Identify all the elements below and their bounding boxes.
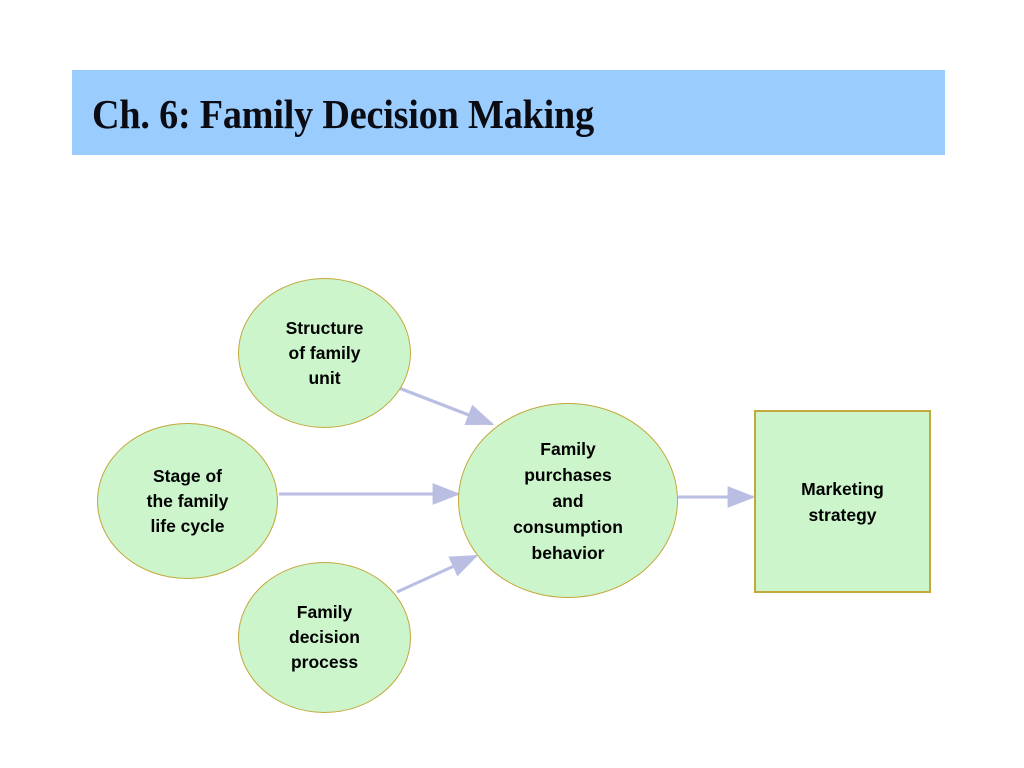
node-marketing-label: Marketing strategy bbox=[801, 478, 884, 525]
node-structure-label: Structure of family unit bbox=[285, 317, 364, 388]
node-family-decision-process[interactable]: Family decision process bbox=[238, 562, 411, 713]
arrow-structure-to-purchases bbox=[398, 386, 495, 426]
node-family-purchases-and-consumption-behavior[interactable]: Family purchases and consumption behavio… bbox=[458, 403, 678, 598]
node-stage-of-family-life-cycle[interactable]: Stage of the family life cycle bbox=[97, 423, 278, 579]
node-structure-of-family-unit[interactable]: Structure of family unit bbox=[238, 278, 411, 428]
arrow-process-to-purchases bbox=[396, 554, 479, 594]
node-process-label: Family decision process bbox=[289, 602, 360, 672]
node-marketing-strategy[interactable]: Marketing strategy bbox=[754, 410, 931, 593]
page-title: Ch. 6: Family Decision Making bbox=[92, 91, 594, 137]
node-purchases-label: Family purchases and consumption behavio… bbox=[513, 438, 623, 563]
title-banner: Ch. 6: Family Decision Making bbox=[72, 70, 945, 155]
node-stage-label: Stage of the family life cycle bbox=[146, 465, 229, 536]
